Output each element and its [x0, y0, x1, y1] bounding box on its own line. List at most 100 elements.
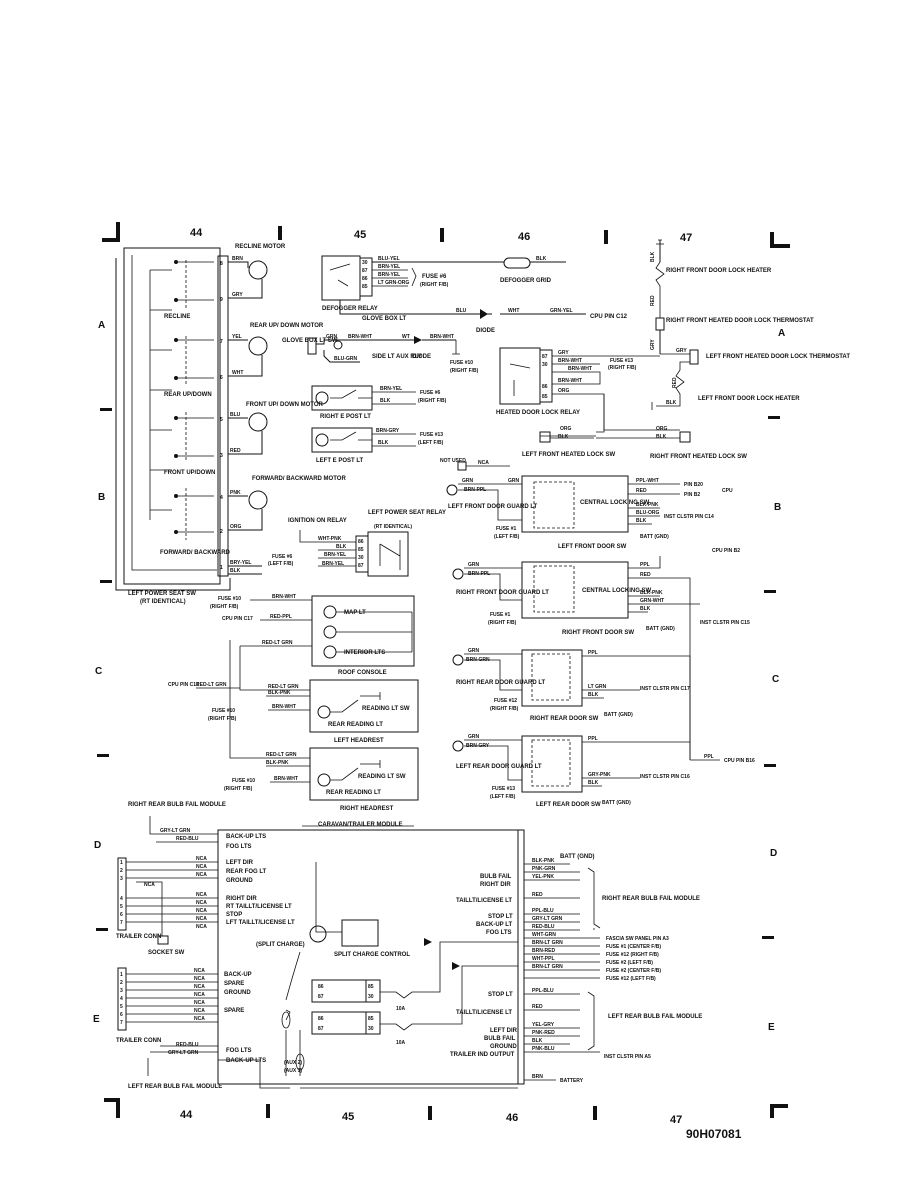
svg-text:30: 30	[368, 1026, 374, 1032]
svg-text:85: 85	[542, 394, 548, 400]
svg-text:GRY-PNK: GRY-PNK	[588, 772, 611, 778]
svg-text:86: 86	[358, 539, 364, 545]
trailer-battery: BATTERY	[560, 1078, 584, 1084]
svg-text:GRY: GRY	[558, 350, 569, 356]
svg-text:86: 86	[362, 276, 368, 282]
zone-top-44: 44	[190, 227, 203, 239]
svg-text:BRN-WHT: BRN-WHT	[558, 378, 582, 384]
trailer-in-wire-1: GRY-LT GRN	[160, 828, 191, 834]
svg-text:NCA: NCA	[194, 1008, 205, 1014]
lhr-rear-lt: REAR READING LT	[328, 722, 383, 728]
zone-bottom-47: 47	[670, 1114, 682, 1126]
lf-cpu: CPU	[722, 488, 733, 494]
svg-text:BRY-YEL: BRY-YEL	[230, 560, 251, 566]
svg-text:87: 87	[362, 268, 368, 274]
svg-text:85: 85	[368, 1016, 374, 1022]
svg-text:STOP: STOP	[226, 912, 242, 918]
seat-relay-note: (RT IDENTICAL)	[374, 524, 412, 530]
svg-text:87: 87	[318, 1026, 324, 1032]
rr-inst: INST CLSTR PIN C17	[640, 686, 690, 692]
svg-text:BRN-RED: BRN-RED	[532, 948, 555, 954]
roof-fuse: FUSE #10	[218, 596, 241, 602]
seat-relay-fuse: FUSE #6	[272, 554, 293, 560]
svg-text:BLK: BLK	[230, 568, 241, 574]
rr-bulb2-label: RIGHT REAR BULB FAIL MODULE	[602, 896, 700, 902]
ignition-relay-label: IGNITION ON RELAY	[288, 518, 347, 524]
left-e-post-fuse-loc: (LEFT F/B)	[418, 440, 444, 446]
svg-text:5: 5	[120, 904, 123, 910]
lr-door-wires: PPL GRY-PNK BLK	[588, 736, 611, 786]
rhr-fuse-loc: (RIGHT F/B)	[224, 786, 253, 792]
glove-box-diode: DIODE	[412, 354, 431, 360]
trailer-in-wire-2: RED-BLU	[176, 836, 199, 842]
roof-console-title: ROOF CONSOLE	[338, 670, 387, 676]
lf-door-wires: PPL-WHT RED BLK-PNK BLU-ORG BLK	[636, 478, 659, 524]
rr-bulb-label: RIGHT REAR BULB FAIL MODULE	[128, 802, 226, 808]
svg-text:30: 30	[368, 994, 374, 1000]
svg-text:BLK-PNK: BLK-PNK	[636, 502, 659, 508]
lr-batt: BATT (GND)	[602, 800, 631, 806]
defogger-relay-label: DEFOGGER RELAY	[322, 306, 378, 312]
rr-grn: GRN	[468, 648, 480, 654]
row-right-d: D	[770, 848, 777, 859]
svg-text:RED: RED	[532, 1004, 543, 1010]
glove-box-fuse-loc: (RIGHT F/B)	[450, 368, 479, 374]
svg-text:BLK-PNK: BLK-PNK	[268, 690, 291, 696]
svg-text:BLU: BLU	[230, 412, 241, 418]
rf-grn: GRN	[468, 562, 480, 568]
row-left-c: C	[95, 666, 102, 677]
svg-text:9: 9	[220, 297, 223, 303]
row-left-d: D	[94, 840, 101, 851]
split-charge-label: (SPLIT CHARGE)	[256, 942, 305, 948]
svg-text:ORG: ORG	[230, 524, 242, 530]
svg-text:ORG: ORG	[558, 388, 570, 394]
lf-guard-label: LEFT FRONT DOOR GUARD LT	[448, 504, 538, 510]
lf-fuse: FUSE #1	[496, 526, 517, 532]
row-right-a: A	[778, 328, 785, 339]
svg-text:BRN-WHT: BRN-WHT	[558, 358, 582, 364]
svg-text:FUSE #2 (CENTER F/B): FUSE #2 (CENTER F/B)	[606, 968, 661, 974]
svg-text:RED: RED	[532, 892, 543, 898]
trailer-bottom-wire-1: RED-BLU	[176, 1042, 199, 1048]
svg-text:30: 30	[358, 555, 364, 561]
heater-red2: RED	[672, 377, 678, 388]
rear-updown-motor-label: REAR UP/ DOWN MOTOR	[250, 323, 324, 329]
svg-text:2: 2	[120, 868, 123, 874]
svg-text:86: 86	[542, 384, 548, 390]
svg-text:NCA: NCA	[194, 968, 205, 974]
svg-text:PNK-GRN: PNK-GRN	[532, 866, 556, 872]
svg-text:RED-BLU: RED-BLU	[532, 924, 555, 930]
roof-red-lt-grn: RED-LT GRN	[262, 640, 293, 646]
left-e-post-wire-1: BRN-GRY	[376, 428, 400, 434]
trailer-conn1-wires: NCA NCA NCA NCA NCA NCA NCA NCA	[196, 856, 207, 930]
svg-text:BRN-YEL: BRN-YEL	[378, 272, 400, 278]
svg-text:NCA: NCA	[194, 1000, 205, 1006]
svg-text:TAILLT/LICENSE LT: TAILLT/LICENSE LT	[456, 898, 512, 904]
lf-nca: NCA	[478, 460, 489, 466]
heated-lock-relay	[499, 347, 691, 443]
power-seat-switch	[115, 247, 268, 591]
lr-bulb-brace	[587, 991, 595, 1051]
glove-box-fuse: FUSE #10	[450, 360, 473, 366]
lf-inst: INST CLSTR PIN C14	[664, 514, 714, 520]
lr-bulb-label: LEFT REAR BULB FAIL MODULE	[128, 1084, 222, 1090]
svg-text:PPL: PPL	[588, 650, 598, 656]
rear-updown-label: REAR UP/DOWN	[164, 392, 212, 398]
svg-text:PNK-BLU: PNK-BLU	[532, 1046, 555, 1052]
row-right-e: E	[768, 1022, 775, 1033]
defogger-grid-label: DEFOGGER GRID	[500, 278, 552, 284]
right-heated-lock-sw: RIGHT FRONT HEATED LOCK SW	[650, 454, 747, 460]
rr-fuse-loc: (RIGHT F/B)	[490, 706, 519, 712]
trailer-module	[117, 816, 525, 1089]
zone-bottom-44: 44	[180, 1109, 193, 1121]
svg-text:5: 5	[220, 417, 223, 423]
svg-text:6: 6	[220, 375, 223, 381]
svg-text:RIGHT DIR: RIGHT DIR	[480, 882, 511, 888]
svg-text:PPL-WHT: PPL-WHT	[636, 478, 659, 484]
lr-brn-gry: BRN-GRY	[466, 743, 490, 749]
svg-text:BRN-YEL: BRN-YEL	[324, 552, 346, 558]
right-e-post-label: RIGHT E POST LT	[320, 414, 371, 420]
lr-grn: GRN	[468, 734, 480, 740]
trailer-conn1-pins: 1 2 3 4 5 6 7	[120, 860, 123, 926]
seat-relay	[299, 530, 409, 577]
